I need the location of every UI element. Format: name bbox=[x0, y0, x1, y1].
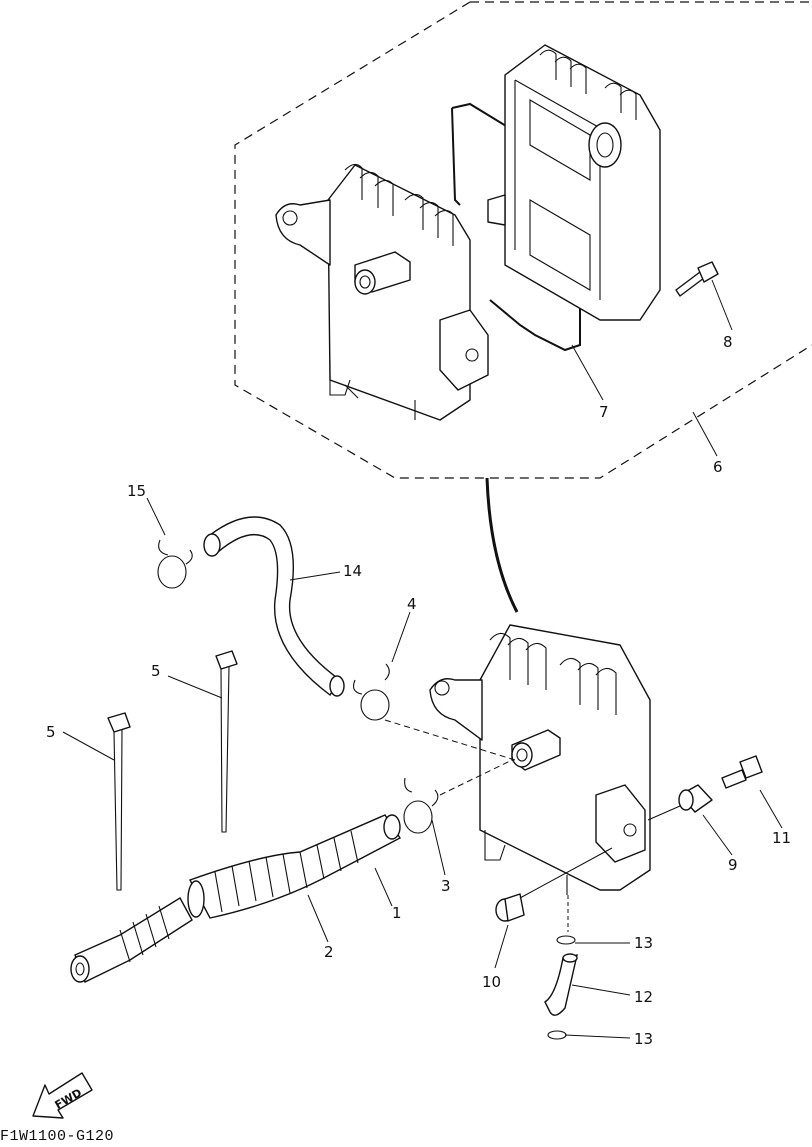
callout-2: 2 bbox=[324, 943, 334, 961]
hose-2 bbox=[70, 897, 193, 983]
cylinder-head-cover-exploded bbox=[275, 163, 489, 421]
hose-12 bbox=[544, 953, 578, 1016]
bolt-11 bbox=[721, 755, 763, 789]
callout-12: 12 bbox=[634, 988, 653, 1006]
cable-tie-5-left bbox=[107, 712, 131, 891]
callout-9: 9 bbox=[728, 856, 738, 874]
callout-5-left: 5 bbox=[46, 723, 56, 741]
hose-1 bbox=[187, 814, 402, 919]
callout-7: 7 bbox=[599, 403, 609, 421]
fwd-arrow-icon: FWD bbox=[32, 1072, 93, 1119]
hose-clip-15 bbox=[157, 539, 193, 589]
callout-15: 15 bbox=[127, 482, 146, 500]
cylinder-head-cover-assembled bbox=[429, 624, 651, 895]
callout-13-upper: 13 bbox=[634, 934, 653, 952]
callout-4: 4 bbox=[407, 595, 417, 613]
cover-gasket bbox=[451, 102, 581, 352]
leader-lines bbox=[62, 497, 783, 1039]
assembly-boundary bbox=[234, 1, 812, 479]
hose-14 bbox=[203, 516, 345, 697]
callout-14: 14 bbox=[343, 562, 362, 580]
callout-11: 11 bbox=[772, 829, 791, 847]
hose-clip-3 bbox=[403, 777, 439, 834]
callout-3: 3 bbox=[441, 877, 451, 895]
hose-clip-4 bbox=[353, 663, 390, 721]
callout-5-right: 5 bbox=[151, 662, 161, 680]
callout-8: 8 bbox=[723, 333, 733, 351]
assembly-arrow bbox=[485, 477, 519, 613]
hose-clip-13-upper bbox=[556, 935, 576, 945]
hose-clip-13-lower bbox=[547, 1030, 567, 1040]
cylinder-head-rear bbox=[487, 44, 661, 321]
callout-13-lower: 13 bbox=[634, 1030, 653, 1048]
grommet-9 bbox=[678, 784, 713, 813]
drawing-code: F1W1100-G120 bbox=[0, 1128, 115, 1145]
cable-tie-5-right bbox=[215, 650, 238, 833]
bolt-8 bbox=[675, 261, 733, 331]
callout-10: 10 bbox=[482, 973, 501, 991]
grommet-10 bbox=[495, 893, 525, 922]
callout-1: 1 bbox=[392, 904, 402, 922]
callout-6: 6 bbox=[713, 458, 723, 476]
